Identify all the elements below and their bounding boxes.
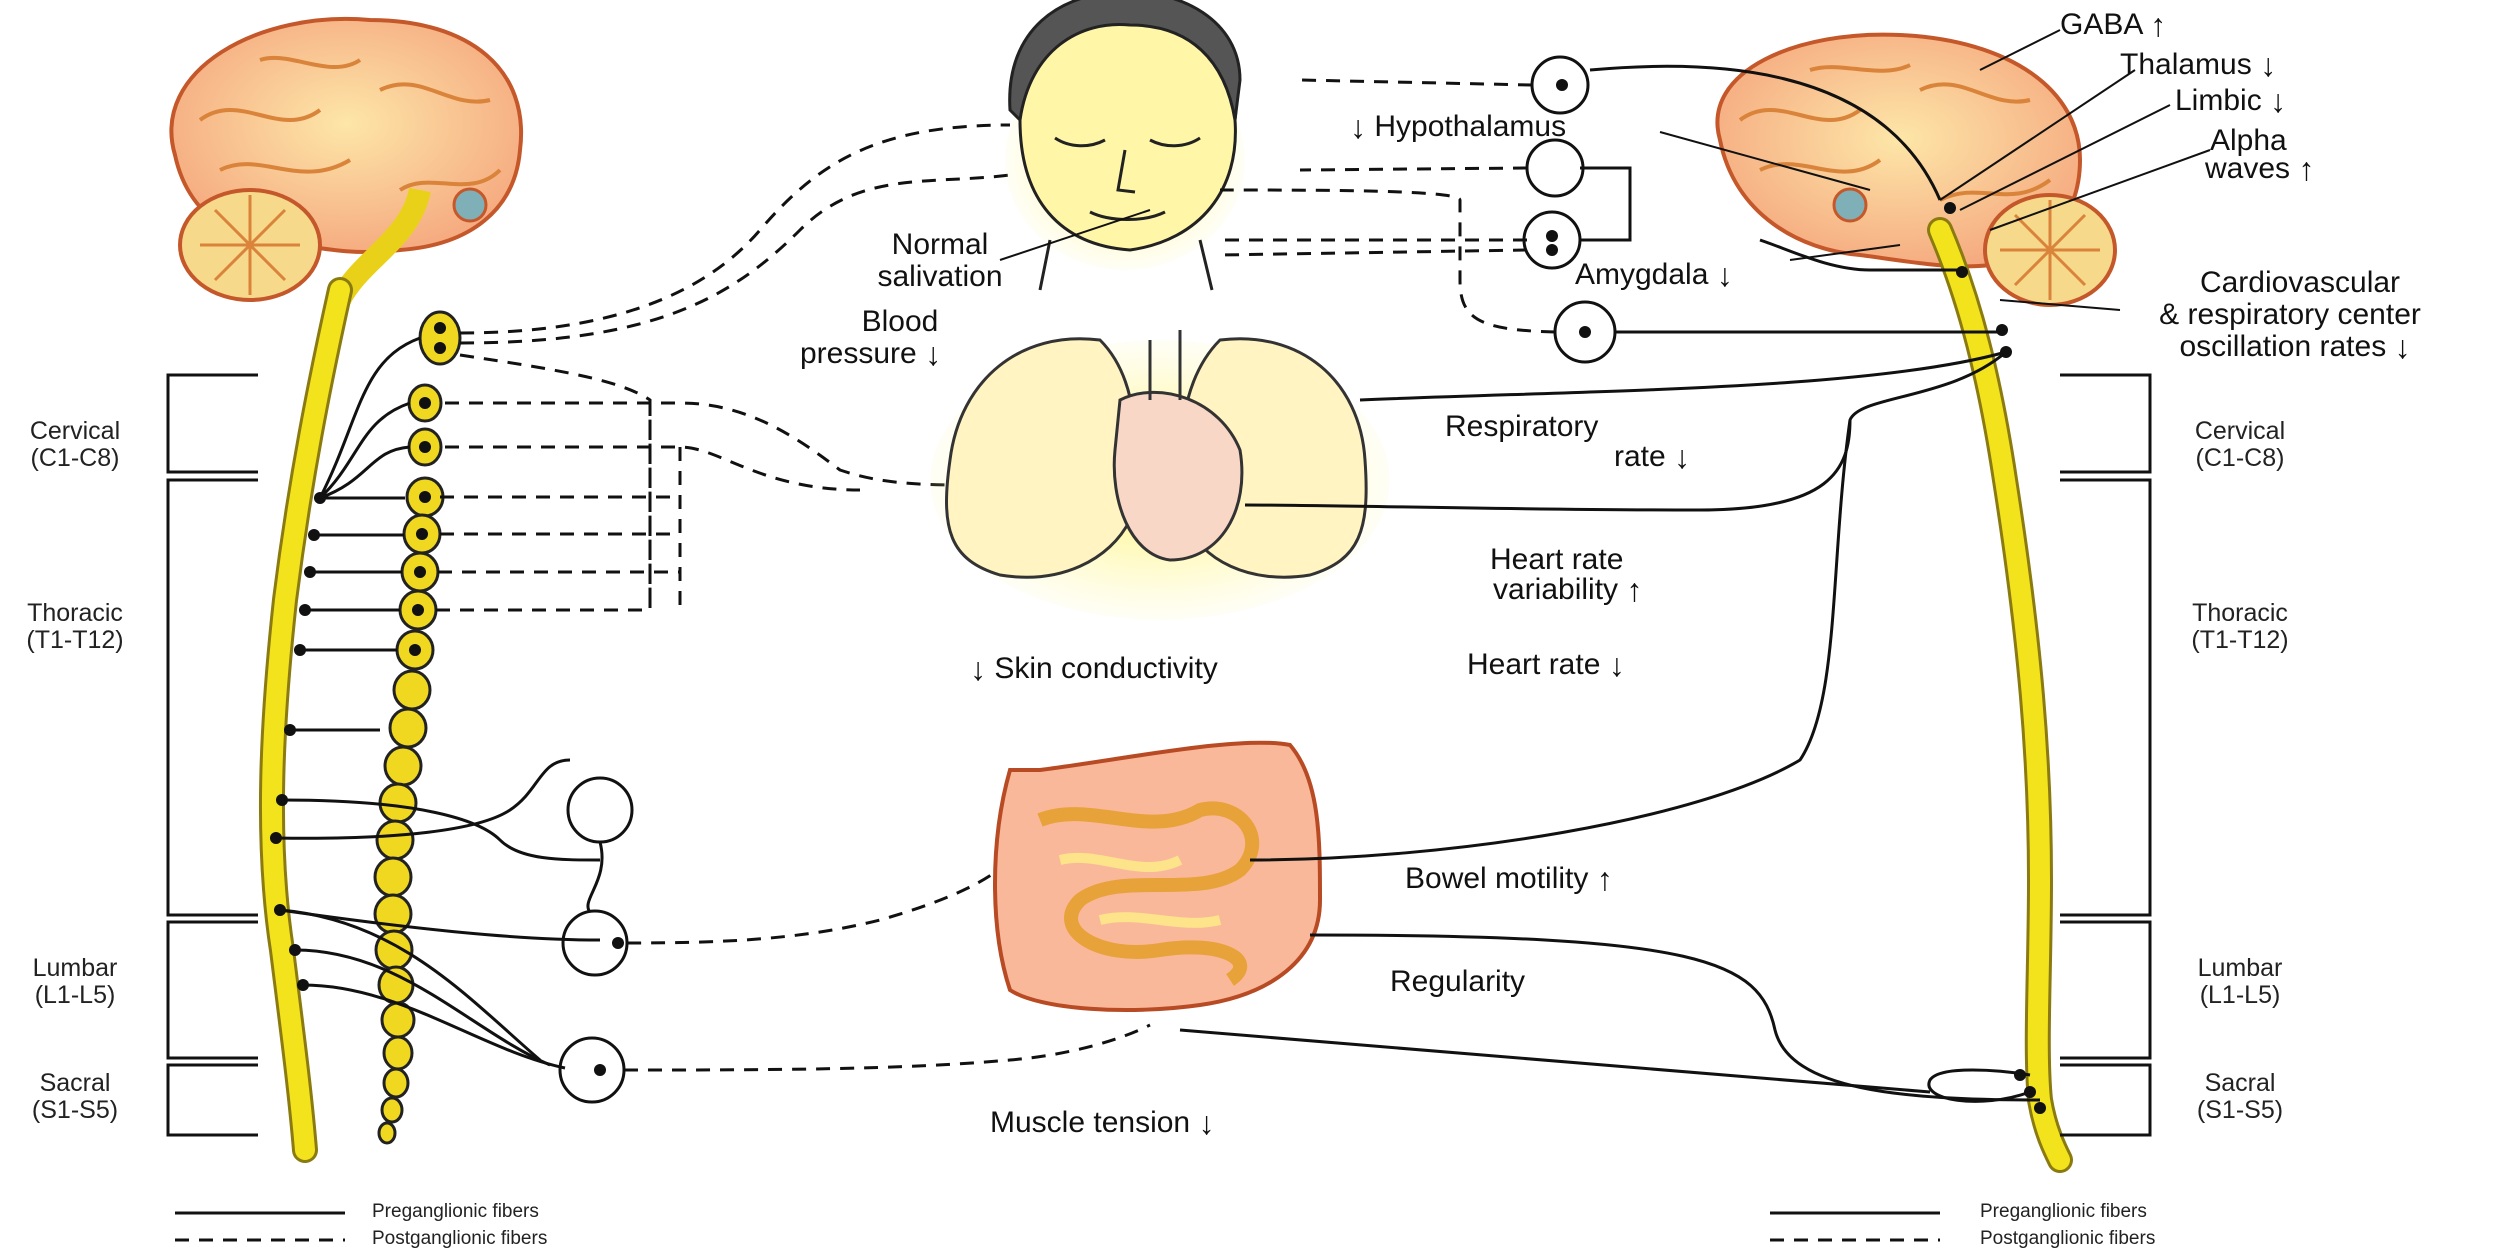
arrow-down-icon: ↓ — [925, 338, 941, 371]
legend-preganglionic-right: Preganglionic fibers — [1980, 1201, 2147, 1223]
label-alpha-waves: waves ↑ — [2205, 152, 2314, 186]
segment-label-sacral-right: Sacral(S1-S5) — [2145, 1070, 2335, 1124]
arrow-up-icon: ↑ — [1597, 863, 1613, 896]
label-limbic: Limbic ↓ — [2175, 84, 2286, 118]
label-muscle-tension: Muscle tension ↓ — [990, 1106, 1214, 1140]
arrow-down-icon: ↓ — [1198, 1107, 1214, 1140]
arrow-down-icon: ↓ — [1717, 259, 1733, 292]
arrow-down-icon: ↓ — [1350, 111, 1366, 144]
label-respiratory: Respiratory — [1445, 410, 1598, 443]
segment-label-sacral-left: Sacral(S1-S5) — [0, 1070, 170, 1124]
legend-postganglionic-right: Postganglionic fibers — [1980, 1228, 2155, 1250]
label-respiratory-rate: rate ↓ — [1400, 440, 1690, 474]
arrow-up-icon: ↑ — [2150, 9, 2166, 42]
arrow-down-icon: ↓ — [2270, 85, 2286, 118]
right-brain — [1717, 35, 2115, 305]
parasympathetic-ganglia — [1524, 57, 1615, 362]
left-brain — [171, 19, 521, 300]
arrow-down-icon: ↓ — [1674, 441, 1690, 474]
lungs-heart-illustration — [930, 330, 1390, 620]
sympathetic-chain — [375, 312, 460, 1143]
label-thalamus: Thalamus ↓ — [2120, 48, 2276, 82]
segment-label-thoracic-right: Thoracic(T1-T12) — [2145, 600, 2335, 654]
legend-postganglionic-left: Postganglionic fibers — [372, 1228, 547, 1250]
label-skin-conductivity: ↓ Skin conductivity — [970, 652, 1218, 686]
left-segment-brackets — [168, 375, 258, 1135]
label-respiratory-center: & respiratory center — [2100, 298, 2480, 331]
label-gaba: GABA ↑ — [2060, 8, 2166, 42]
right-segment-brackets — [2060, 375, 2150, 1135]
segment-label-lumbar-left: Lumbar(L1-L5) — [0, 955, 170, 1009]
label-cardiovascular: Cardiovascular — [2140, 266, 2460, 299]
label-oscillation-rates: oscillation rates ↓ — [2110, 330, 2480, 364]
label-blood-pressure: pressure ↓ — [800, 337, 941, 371]
label-hypothalamus: ↓ Hypothalamus — [1350, 110, 1566, 144]
label-amygdala: Amygdala ↓ — [1575, 258, 1733, 292]
arrow-down-icon: ↓ — [970, 653, 986, 686]
label-normal: Normal — [860, 228, 1020, 261]
segment-label-cervical-left: Cervical(C1-C8) — [0, 418, 170, 472]
arrow-down-icon: ↓ — [2395, 331, 2411, 364]
segment-label-lumbar-right: Lumbar(L1-L5) — [2145, 955, 2335, 1009]
intestine-illustration — [995, 743, 1320, 1010]
segment-label-thoracic-left: Thoracic(T1-T12) — [0, 600, 170, 654]
label-regularity: Regularity — [1390, 965, 1525, 998]
legend-preganglionic-left: Preganglionic fibers — [372, 1201, 539, 1223]
label-variability: variability ↑ — [1493, 573, 1642, 607]
label-blood: Blood — [830, 305, 970, 338]
arrow-up-icon: ↑ — [2298, 153, 2314, 186]
label-bowel-motility: Bowel motility ↑ — [1405, 862, 1613, 896]
label-salivation: salivation — [850, 260, 1030, 293]
label-heart-rate-hrv: Heart rate — [1490, 543, 1623, 576]
segment-label-cervical-right: Cervical(C1-C8) — [2145, 418, 2335, 472]
arrow-down-icon: ↓ — [1609, 649, 1625, 682]
label-heart-rate: Heart rate ↓ — [1467, 648, 1625, 682]
arrow-down-icon: ↓ — [2260, 49, 2276, 82]
arrow-up-icon: ↑ — [1626, 574, 1642, 607]
